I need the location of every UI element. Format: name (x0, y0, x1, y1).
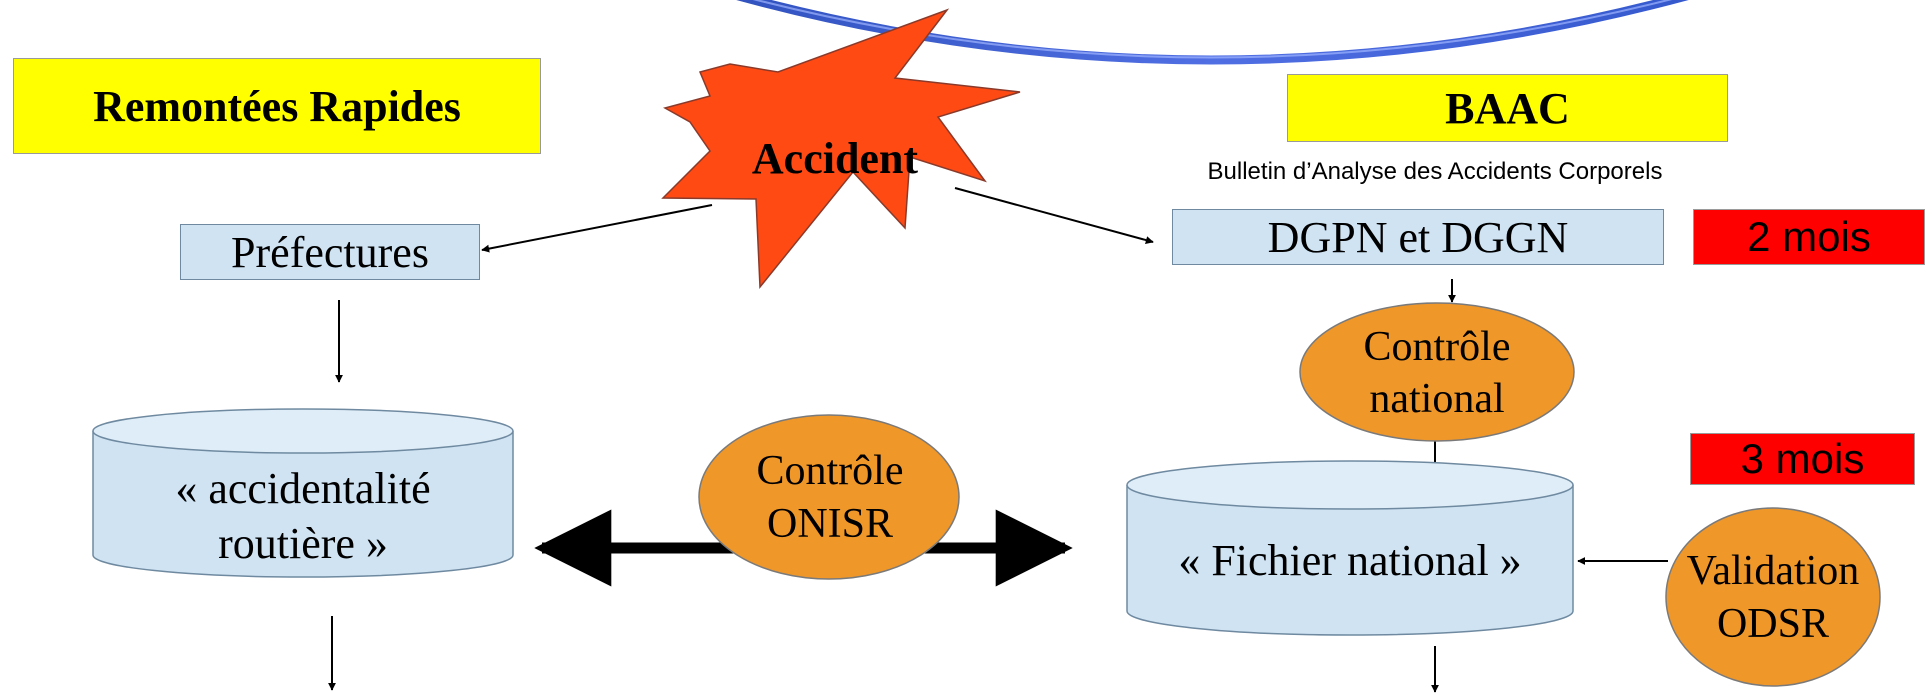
remontees-rapides-title: Remontées Rapides (13, 58, 541, 154)
baac-title: BAAC (1287, 74, 1728, 142)
controle-national-label: Contrôle national (1300, 318, 1574, 428)
two-months-badge: 2 mois (1693, 209, 1925, 265)
database-accidentalite-line2: routière » (218, 519, 388, 568)
accident-star (661, 8, 1021, 290)
validation-odsr-label: Validation ODSR (1666, 535, 1880, 660)
database-fichier-national (1126, 460, 1574, 636)
dgpn-dggn-box: DGPN et DGGN (1172, 209, 1664, 265)
arrow-accident-to-prefectures (481, 204, 713, 253)
controle-national-line1: Contrôle (1363, 323, 1511, 370)
accident-label: Accident (751, 133, 919, 183)
database-accidentalite-line1: « accidentalité (175, 464, 431, 513)
controle-onisr-line2: ONISR (766, 500, 894, 547)
controle-national-ellipse (1299, 302, 1575, 442)
validation-odsr-line1: Validation (1686, 548, 1860, 594)
three-months-badge: 3 mois (1690, 433, 1915, 485)
decorative-arc-highlight (752, 0, 1673, 59)
validation-odsr-line2: ODSR (1716, 600, 1830, 647)
baac-subtitle: Bulletin d’Analyse des Accidents Corpore… (1207, 158, 1663, 185)
database-accidentalite-label: « accidentalité routière » (93, 456, 513, 576)
controle-onisr-line1: Contrôle (756, 448, 904, 494)
controle-onisr-label: Contrôle ONISR (700, 440, 960, 555)
controle-onisr-ellipse (698, 414, 960, 580)
arrow-accident-to-dgpn (954, 187, 1154, 244)
database-accidentalite (92, 408, 514, 578)
prefectures-box: Préfectures (180, 224, 480, 280)
validation-odsr-ellipse (1665, 507, 1881, 687)
controle-national-line2: national (1369, 376, 1505, 422)
decorative-arc (736, 0, 1689, 65)
fichier-national-label: « Fichier national » (1178, 535, 1522, 585)
